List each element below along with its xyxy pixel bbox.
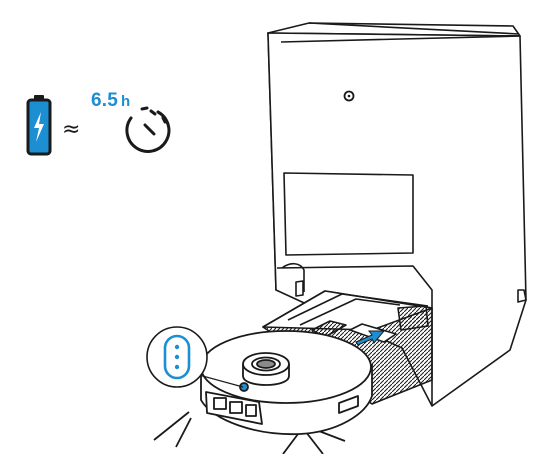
charge-time-value: 6.5 — [91, 90, 118, 111]
more-options-icon — [165, 336, 189, 378]
battery-charging-icon — [28, 95, 50, 154]
clock-icon — [127, 108, 169, 151]
charge-time-unit: h — [121, 93, 130, 110]
approx-icon: ≈ — [62, 117, 80, 142]
